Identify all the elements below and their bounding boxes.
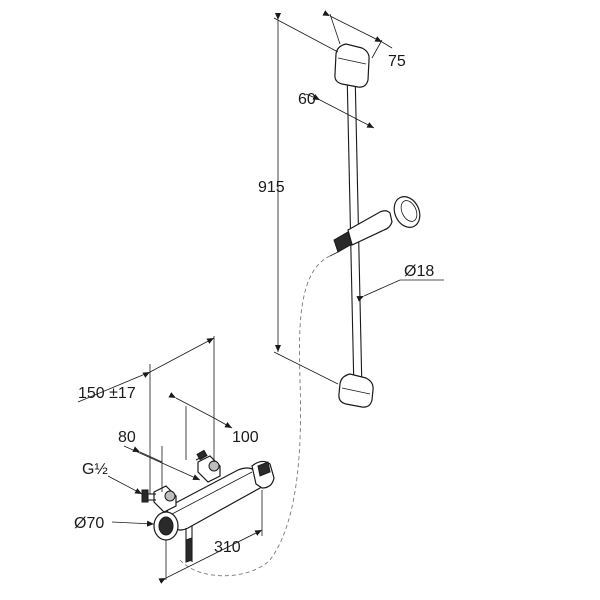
dimension-label-310: 310: [214, 539, 241, 556]
dimension-label-915: 915: [258, 179, 285, 196]
dimension-label-80: 80: [118, 429, 136, 446]
dimension-label-75: 75: [388, 53, 406, 70]
shower-hose: [179, 255, 331, 577]
dimension-label-150: 150 ±17: [78, 385, 136, 402]
left-connection: [141, 485, 177, 513]
dimension-label-diameter-18: Ø18: [404, 263, 434, 280]
right-connection: [195, 449, 221, 483]
bottom-outlet: [185, 526, 193, 563]
hand-shower: [329, 196, 421, 257]
slide-holder: [333, 231, 353, 253]
dimension-label-diameter-70: Ø70: [74, 515, 104, 532]
dimension-label-100: 100: [232, 429, 259, 446]
bottom-wall-bracket: [338, 373, 374, 408]
top-wall-bracket: [334, 43, 370, 88]
dimension-label-60: 60: [298, 91, 316, 108]
dimension-lines: [77, 10, 444, 584]
dimension-label-thread: G½: [82, 461, 108, 478]
